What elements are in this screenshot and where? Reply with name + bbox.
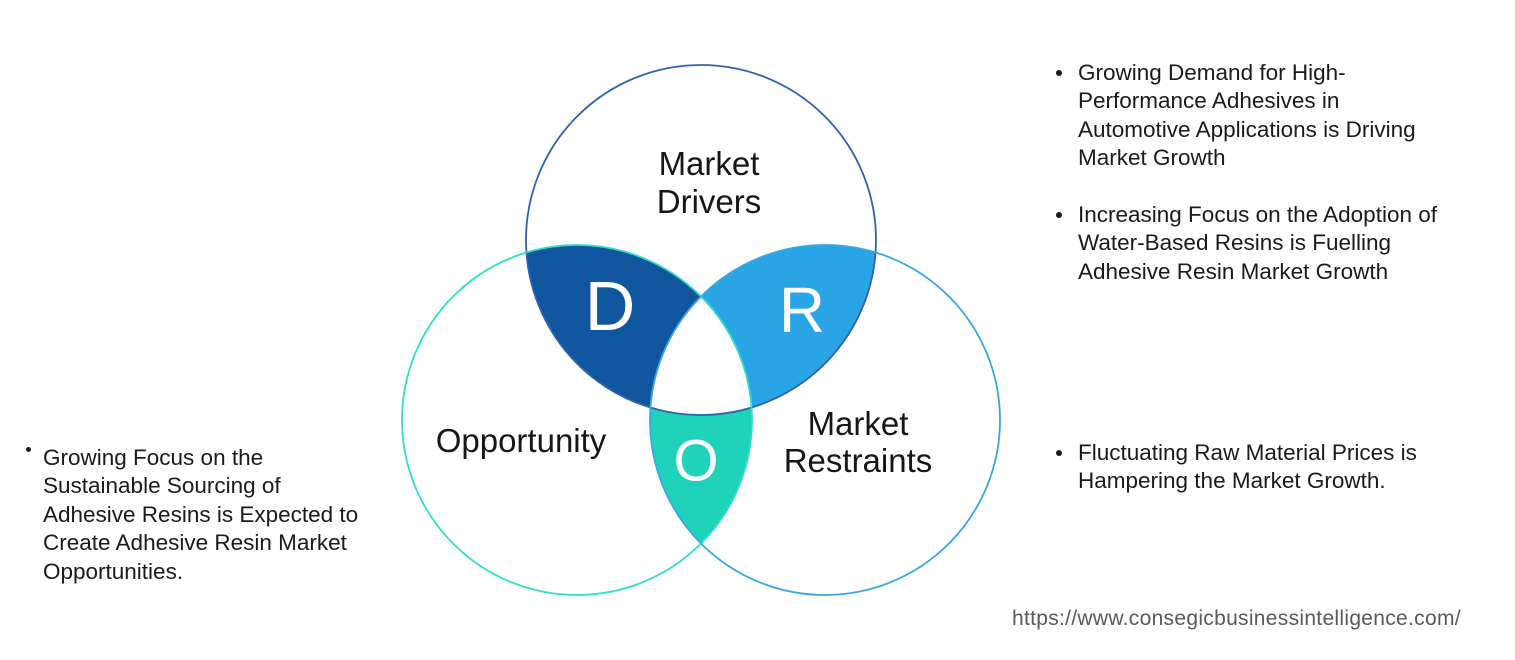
note-line: Create Adhesive Resin Market <box>43 530 347 556</box>
restraints-label-line1: Market <box>808 405 909 442</box>
note-line: Sustainable Sourcing of <box>43 473 281 499</box>
bullet-dot-icon <box>1056 70 1062 76</box>
venn-diagram: D R O Market Drivers Opportunity Market … <box>400 58 1005 603</box>
opportunity-note: Growing Focus on the Sustainable Sourcin… <box>26 444 358 586</box>
bullet-dot-icon <box>1056 450 1062 456</box>
opportunity-note-text: Growing Focus on the Sustainable Sourcin… <box>43 444 358 586</box>
drivers-opportunity-region <box>526 245 752 415</box>
restraints-note-text: Fluctuating Raw Material Prices is Hampe… <box>1078 439 1498 496</box>
drivers-circle <box>525 64 877 416</box>
bullet-dot-icon <box>26 447 31 452</box>
note-line: Growing Demand for High- <box>1078 60 1346 85</box>
note-line: Adhesive Resin Market Growth <box>1078 258 1389 284</box>
drivers-note-2: Increasing Focus on the Adoption of Wate… <box>1052 201 1498 286</box>
bullet-dot-icon <box>1056 212 1062 218</box>
note-line: Growing Focus on the <box>43 445 264 470</box>
opportunity-circle <box>401 244 753 596</box>
note-line: Fluctuating Raw Material Prices is <box>1078 440 1417 465</box>
note-line: Increasing Focus on the Adoption of <box>1078 202 1437 227</box>
note-line: Opportunities. <box>43 558 184 584</box>
drivers-note-2-text: Increasing Focus on the Adoption of Wate… <box>1078 201 1498 286</box>
venn-svg: D R O Market Drivers Opportunity Market … <box>401 64 1001 596</box>
restraints-label-line2: Restraints <box>784 442 933 479</box>
drivers-label-line1: Market <box>659 145 760 182</box>
drivers-letter: D <box>585 267 636 345</box>
drivers-note-1-text: Growing Demand for High- Performance Adh… <box>1078 59 1498 173</box>
note-line: Automotive Applications is Driving <box>1078 116 1416 142</box>
note-line: Adhesive Resins is Expected to <box>43 501 359 527</box>
note-line: Performance Adhesives in <box>1078 88 1340 114</box>
drivers-restraints-region <box>650 245 876 415</box>
restraints-circle <box>649 244 1001 596</box>
note-line: Water-Based Resins is Fuelling <box>1078 230 1392 256</box>
source-url: https://www.consegicbusinessintelligence… <box>1012 607 1461 630</box>
note-line: Market Growth <box>1078 145 1226 171</box>
drivers-label-line2: Drivers <box>657 183 762 220</box>
opportunity-letter: O <box>673 429 718 494</box>
note-line: Hampering the Market Growth. <box>1078 468 1386 494</box>
drivers-note-1: Growing Demand for High- Performance Adh… <box>1052 59 1498 173</box>
opportunity-label: Opportunity <box>436 422 607 459</box>
restraints-letter: R <box>779 274 825 346</box>
restraints-note: Fluctuating Raw Material Prices is Hampe… <box>1052 439 1498 496</box>
